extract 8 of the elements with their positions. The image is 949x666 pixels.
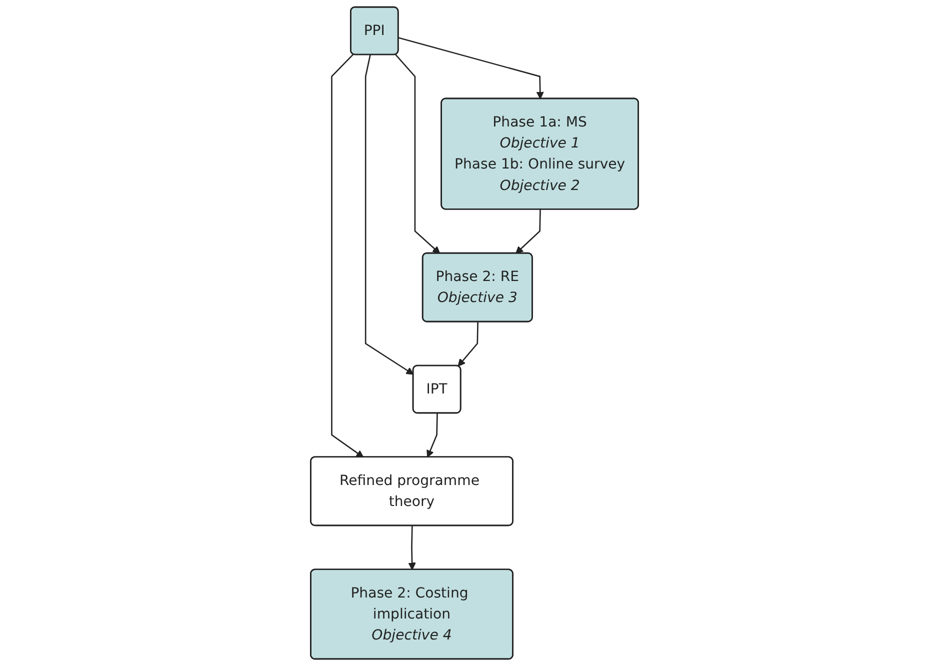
arrow: [331, 54, 364, 458]
arrow: [398, 37, 544, 100]
arrow: [364, 54, 414, 375]
arrow: [458, 322, 478, 367]
arrow: [408, 526, 416, 570]
arrow: [426, 413, 438, 458]
arrow: [395, 54, 440, 254]
arrow: [516, 210, 541, 254]
